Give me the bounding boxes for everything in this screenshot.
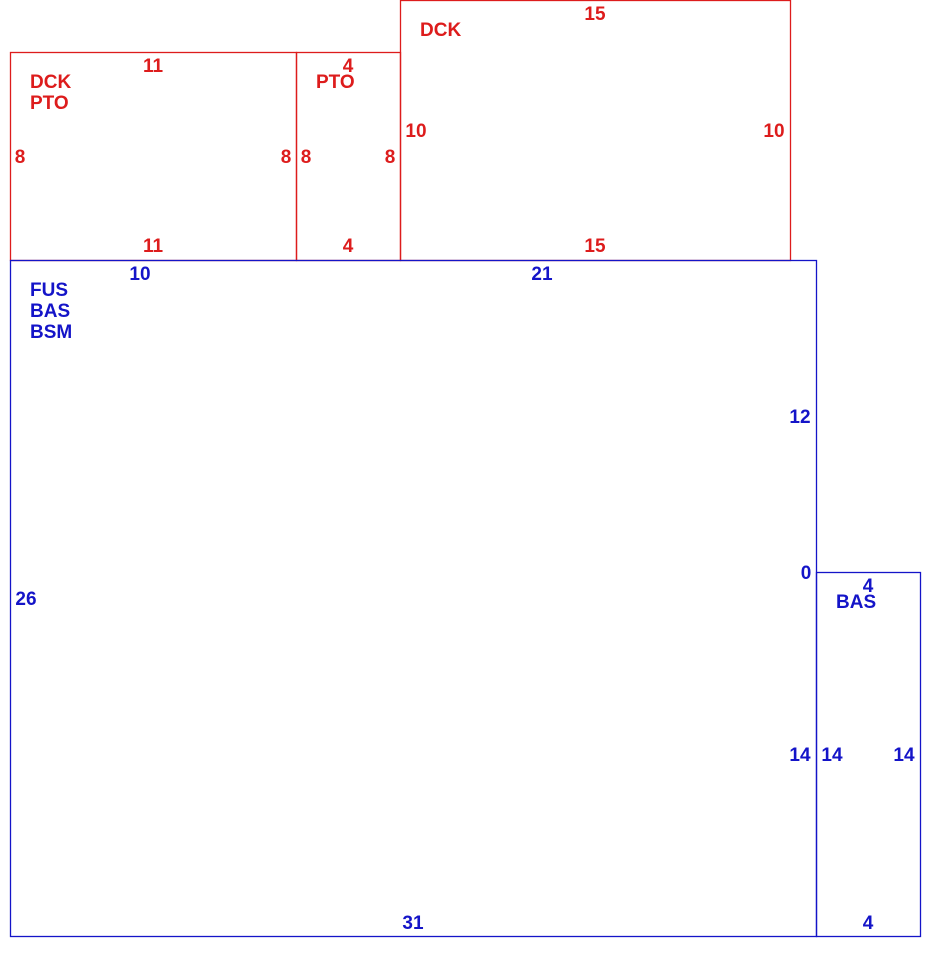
room-main-code-1: FUS [30, 280, 68, 301]
room-main-outline [9, 259, 818, 938]
room-dck-right-dimension: 10 [763, 121, 784, 142]
room-dck-pto-code-1: DCK [30, 72, 71, 93]
room-dck-pto-top-dimension: 11 [143, 56, 164, 77]
room-bas-annex-right-dimension: 14 [893, 745, 915, 766]
room-pto-bottom-dimension: 4 [343, 236, 354, 257]
room-pto-right-dimension: 8 [385, 147, 396, 168]
room-main-top-dimension-b: 21 [531, 264, 553, 285]
room-main-left-dimension: 26 [15, 589, 36, 610]
room-bas-annex-left-dimension: 14 [821, 745, 843, 766]
room-dck-pto-bottom-dimension: 11 [143, 236, 164, 257]
room-pto-left-dimension: 8 [301, 147, 312, 168]
room-pto-code-1: PTO [316, 72, 355, 93]
room-pto-top-dimension: 4 [343, 56, 354, 77]
room-dck-pto-right-dimension: 8 [281, 147, 292, 168]
room-bas-annex-top-dimension: 4 [863, 576, 874, 597]
room-bas-annex-outline [815, 571, 922, 938]
room-dck-left-dimension: 10 [405, 121, 426, 142]
room-dck-bottom-dimension: 15 [584, 236, 606, 257]
room-main-right-lower-dimension: 14 [789, 745, 811, 766]
room-bas-annex-code-1: BAS [836, 592, 876, 613]
room-bas-annex-bottom-dimension: 4 [863, 913, 874, 934]
room-main-step-dimension: 0 [801, 563, 812, 584]
room-dck-code-1: DCK [420, 20, 461, 41]
room-dck-top-dimension: 15 [584, 4, 606, 25]
room-main-code-3: BSM [30, 322, 72, 343]
room-main-right-upper-dimension: 12 [789, 407, 810, 428]
room-dck-pto-left-dimension: 8 [15, 147, 26, 168]
room-main-bottom-dimension: 31 [402, 913, 424, 934]
room-main-top-dimension-a: 10 [129, 264, 150, 285]
room-dck-pto-code-2: PTO [30, 93, 69, 114]
room-main-code-2: BAS [30, 301, 70, 322]
